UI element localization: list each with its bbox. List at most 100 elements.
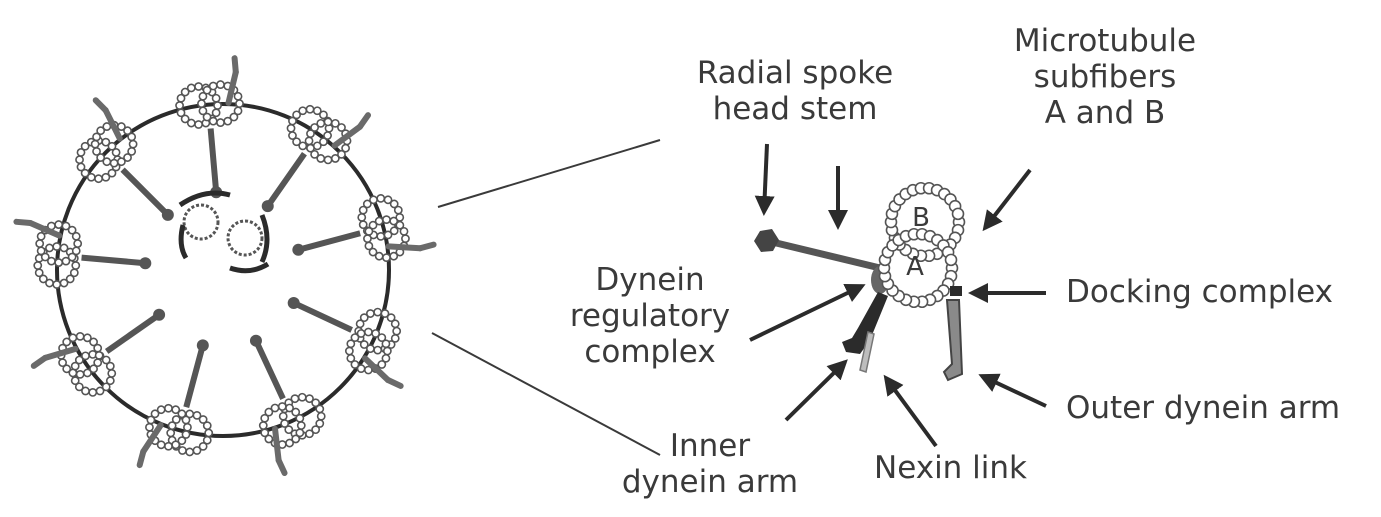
docking-complex xyxy=(950,286,962,296)
doublet-bead xyxy=(374,308,381,315)
doublet-bead xyxy=(55,221,62,228)
doublet-bead xyxy=(382,340,389,347)
doublet-bead xyxy=(358,214,365,221)
doublet-bead xyxy=(182,416,189,423)
label-radial-spoke: Radial spoke head stem xyxy=(660,55,930,127)
arrow-microtubule xyxy=(985,170,1030,228)
doublet-bead xyxy=(62,258,69,265)
doublet-bead xyxy=(76,156,83,163)
doublet-bead xyxy=(224,118,231,125)
doublet-bead xyxy=(55,259,62,266)
doublet-bead xyxy=(77,163,84,170)
doublet-bead xyxy=(364,235,371,242)
label-nexin-link: Nexin link xyxy=(874,450,1027,486)
arrow-inner-arm xyxy=(786,362,845,420)
radial-spoke-head xyxy=(292,244,304,256)
doublet-bead xyxy=(165,443,172,450)
doublet-bead xyxy=(347,355,354,362)
doublet-bead xyxy=(298,422,305,429)
doublet-bead xyxy=(167,429,174,436)
doublet-bead xyxy=(46,244,53,251)
axoneme-cross-section xyxy=(16,58,433,473)
doublet-bead xyxy=(306,430,313,437)
label-inner-dynein-arm-line2: dynein arm xyxy=(600,464,820,500)
outer-arm-tip xyxy=(96,100,106,110)
radial-spoke-stem xyxy=(768,241,880,268)
doublet-bead xyxy=(236,100,243,107)
doublet-bead xyxy=(205,429,212,436)
doublet-bead xyxy=(289,132,296,139)
doublet-bead xyxy=(102,174,109,181)
doublet-bead xyxy=(89,389,96,396)
doublet-bead xyxy=(34,262,41,269)
outer-arm-tip xyxy=(420,245,434,249)
arrow-dynein-regulatory xyxy=(750,286,862,340)
doublet-bead xyxy=(299,394,306,401)
outer-arm-tip xyxy=(16,222,30,223)
central-sheath-top xyxy=(180,193,230,205)
outer-arm-tip xyxy=(388,380,401,386)
doublet-bead xyxy=(402,235,409,242)
doublet-bead xyxy=(374,346,381,353)
doublet-bead xyxy=(96,387,103,394)
arrow-nexin xyxy=(886,378,936,446)
doublet-bead xyxy=(77,333,84,340)
radial-spoke-head xyxy=(197,339,209,351)
doublet-group xyxy=(16,58,433,473)
central-microtubule-right xyxy=(228,221,262,255)
outer-doublet xyxy=(16,221,81,288)
doublet-bead xyxy=(234,93,241,100)
doublet-bead xyxy=(53,243,60,250)
outer-arm-hook xyxy=(275,429,279,460)
label-dynein-regulatory-line1: Dynein xyxy=(540,262,760,298)
label-microtubule-line1: Microtubule xyxy=(980,23,1230,59)
doublet-bead xyxy=(377,195,384,202)
doublet-bead xyxy=(324,156,331,163)
doublet-bead xyxy=(213,95,220,102)
doublet-bead xyxy=(60,279,67,286)
doublet-bead xyxy=(384,231,391,238)
doublet-bead xyxy=(82,352,89,359)
doublet-bead xyxy=(195,83,202,90)
doublet-bead xyxy=(281,420,288,427)
doublet-bead xyxy=(392,320,399,327)
outer-arm-tip xyxy=(360,115,368,126)
outer-doublet xyxy=(287,106,368,164)
doublet-bead xyxy=(176,102,183,109)
doublet-bead xyxy=(199,107,206,114)
doublet-bead xyxy=(260,422,267,429)
doublet-bead xyxy=(210,82,217,89)
doublet-bead xyxy=(73,233,80,240)
doublet-bead xyxy=(108,370,115,377)
doublet-bead xyxy=(118,158,125,165)
doublet-bead xyxy=(36,240,43,247)
arrow-radial-head xyxy=(764,144,767,212)
doublet-bead xyxy=(53,281,60,288)
label-outer-dynein-arm: Outer dynein arm xyxy=(1066,390,1340,426)
doublet-bead xyxy=(307,145,314,152)
doublet-bead xyxy=(370,196,377,203)
doublet-bead xyxy=(69,334,76,341)
subfiber-b-bead xyxy=(953,208,964,219)
doublet-bead xyxy=(217,119,224,126)
doublet-bead xyxy=(390,253,397,260)
doublet-bead xyxy=(365,242,372,249)
outer-doublet xyxy=(176,58,243,128)
doublet-bead xyxy=(92,141,99,148)
doublet-bead xyxy=(96,352,103,359)
doublet-bead xyxy=(184,424,191,431)
doublet-bead xyxy=(195,121,202,128)
doublet-bead xyxy=(305,137,312,144)
label-microtubule: Microtubule subfibers A and B xyxy=(980,23,1230,131)
radial-spoke xyxy=(211,129,217,193)
radial-spoke-head xyxy=(153,309,165,321)
central-microtubule-left xyxy=(184,205,218,239)
doublet-bead xyxy=(172,441,179,448)
central-sheath-bottom xyxy=(230,264,268,271)
outer-doublet xyxy=(260,394,325,473)
doublet-bead xyxy=(291,395,298,402)
doublet-bead xyxy=(384,347,391,354)
label-dynein-regulatory-line2: regulatory xyxy=(540,298,760,334)
doublet-bead xyxy=(158,406,165,413)
doublet-bead xyxy=(376,217,383,224)
